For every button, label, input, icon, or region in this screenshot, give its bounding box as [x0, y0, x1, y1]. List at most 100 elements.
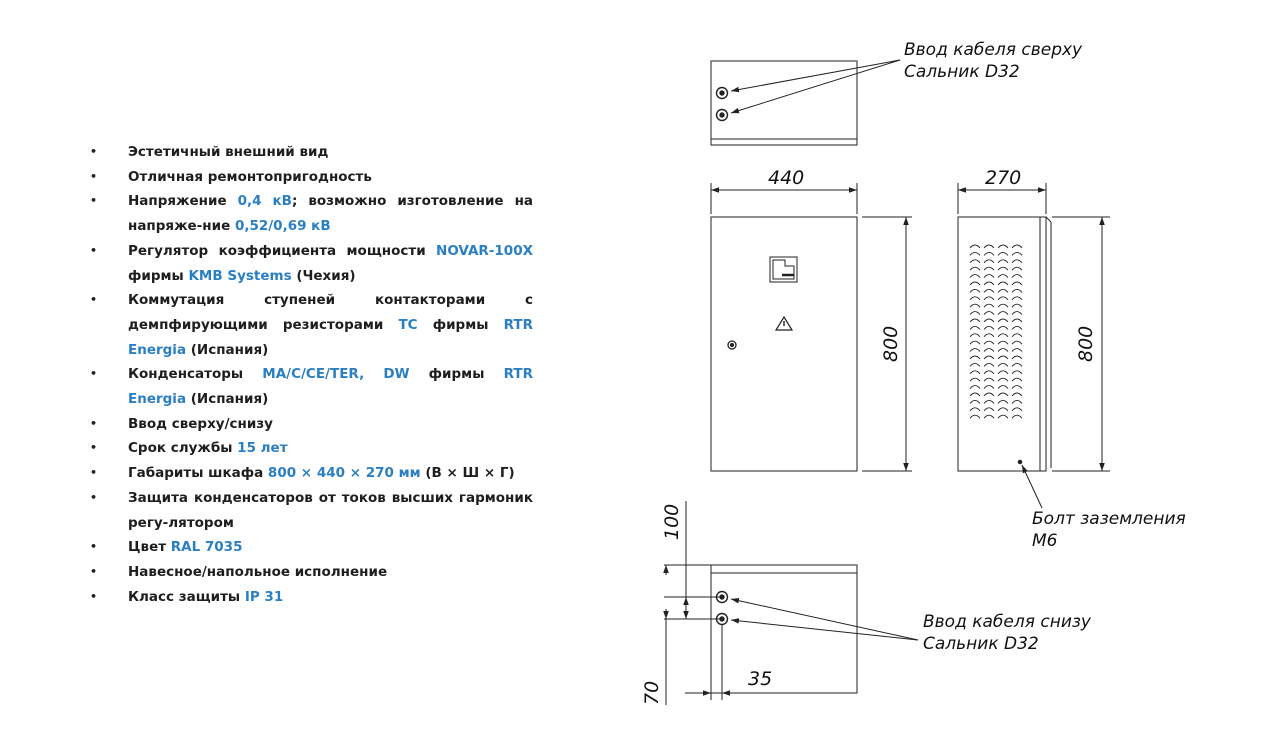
spec-item: Срок службы 15 лет [88, 436, 533, 461]
louver-slot [983, 274, 995, 278]
dim-70-label: 70 [641, 681, 663, 705]
louver-slot [983, 348, 995, 352]
louver-slot [983, 370, 995, 375]
spec-text: Класс защиты [128, 588, 245, 605]
spec-item: Габариты шкафа 800 × 440 × 270 мм (В × Ш… [88, 461, 533, 486]
depth-label: 270 [985, 167, 1021, 189]
louver-slot [969, 377, 981, 382]
spec-text: Регулятор коэффициента мощности [128, 242, 437, 259]
louver-slot [983, 244, 995, 249]
bottom-leader-1 [730, 597, 919, 641]
dim-35-label: 35 [748, 668, 772, 690]
louver-slot [997, 399, 1009, 404]
louver-slot [997, 392, 1009, 397]
louver-slot [969, 244, 981, 249]
top-note-line1: Ввод кабеля сверху [904, 40, 1083, 60]
louver-slot [983, 355, 995, 360]
louver-slot [969, 266, 981, 271]
louver-slot [997, 296, 1009, 301]
bottom-view-outline [710, 564, 858, 694]
louver-slot [1011, 251, 1023, 256]
louver-slot [997, 385, 1009, 389]
front-door [710, 216, 858, 472]
side-view [957, 183, 1110, 509]
louver-slot [1011, 370, 1023, 375]
spec-item: Коммутация ступеней контакторами с демпф… [88, 288, 533, 362]
louver-slot [983, 311, 995, 315]
louver-slot [1011, 362, 1023, 367]
louver-slot [969, 296, 981, 301]
spec-text: фирмы [409, 366, 504, 383]
top-leader-1 [730, 59, 901, 93]
louver-slot [1011, 259, 1023, 264]
spec-text: Коммутация ступеней контакторами с демпф… [128, 292, 533, 333]
spec-text: (В × Ш × Г) [420, 465, 515, 482]
ground-note-line1: Болт заземления [1032, 509, 1186, 529]
louver-slot [1011, 399, 1023, 404]
louver-slot [997, 288, 1009, 293]
spec-highlight: TC [398, 316, 418, 333]
louver-slot [969, 281, 981, 286]
louver-slot [1011, 274, 1023, 278]
spec-text: Срок службы [128, 440, 238, 457]
louver-slot [997, 325, 1009, 330]
bottom-note-line2: Сальник D32 [923, 634, 1039, 654]
spec-item: Цвет RAL 7035 [88, 535, 533, 560]
louver-slot [1011, 355, 1023, 360]
spec-text: Отличная ремонтопригодность [128, 168, 372, 185]
louver-slot [983, 377, 995, 382]
spec-item: Конденсаторы MA/C/CE/TER, DW фирмы RTR E… [88, 362, 533, 411]
louver-slot [997, 274, 1009, 278]
louver-slot [1011, 266, 1023, 271]
louver-slot [1011, 414, 1023, 419]
louver-slot [983, 407, 995, 412]
louver-slot [983, 362, 995, 367]
width-label: 440 [768, 167, 804, 189]
louver-slot [983, 281, 995, 286]
louver-slot [969, 407, 981, 412]
spec-text: Напряжение [128, 193, 238, 210]
top-note-line2: Сальник D32 [904, 62, 1020, 82]
ventilation-louvers [969, 244, 1023, 419]
spec-item: Класс защиты IP 31 [88, 585, 533, 610]
louver-slot [1011, 311, 1023, 315]
spec-text: фирмы [128, 267, 189, 284]
spec-item: Навесное/напольное исполнение [88, 560, 533, 585]
louver-slot [969, 311, 981, 315]
spec-text: Эстетичный внешний вид [128, 144, 329, 160]
louver-slot [997, 266, 1009, 271]
dim-100-label: 100 [661, 504, 683, 540]
louver-slot [1011, 288, 1023, 293]
louver-slot [983, 318, 995, 323]
spec-text: (Чехия) [291, 267, 356, 284]
spec-highlight: 800 × 440 × 270 мм [267, 465, 421, 482]
ground-leader [1021, 464, 1043, 509]
louver-slot [969, 414, 981, 419]
louver-slot [1011, 385, 1023, 389]
louver-slot [997, 355, 1009, 360]
louver-slot [969, 274, 981, 278]
spec-highlight: NOVAR-100X [436, 242, 533, 259]
spec-item: Защита конденсаторов от токов высших гар… [88, 486, 533, 535]
louver-slot [983, 325, 995, 330]
louver-slot [997, 414, 1009, 419]
louver-slot [969, 288, 981, 293]
spec-item: Ввод сверху/снизу [88, 412, 533, 437]
top-leader-2 [730, 59, 901, 114]
spec-highlight: IP 31 [244, 588, 284, 605]
spec-text: Цвет [128, 539, 171, 556]
louver-slot [1011, 303, 1023, 308]
louver-slot [997, 340, 1009, 345]
front-view [710, 183, 912, 472]
spec-item: Эстетичный внешний вид [88, 140, 533, 165]
louver-slot [969, 399, 981, 404]
spec-highlight: 15 лет [237, 440, 288, 457]
louver-slot [1011, 281, 1023, 286]
louver-slot [997, 311, 1009, 315]
louver-slot [983, 251, 995, 256]
spec-highlight: RAL 7035 [170, 539, 243, 556]
spec-item: Напряжение 0,4 кВ; возможно изготовление… [88, 189, 533, 238]
louver-slot [969, 340, 981, 345]
louver-slot [969, 348, 981, 352]
